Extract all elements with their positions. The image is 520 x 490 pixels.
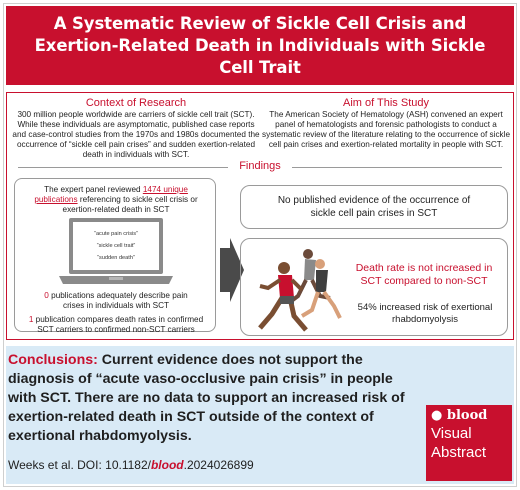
aim-title: Aim of This Study (343, 97, 429, 109)
findings-label: Findings (239, 160, 281, 172)
badge-line-2: Abstract (431, 444, 487, 461)
context-body: 300 million people worldwide are carrier… (12, 110, 260, 159)
death-rate-finding: 1 publication compares death rates in co… (28, 315, 204, 334)
pain-crisis-finding: 0 publications adequately describe pain … (44, 291, 188, 310)
conclusion-body: Current evidence does not support the di… (8, 352, 405, 444)
badge-line-1: Visual (431, 425, 472, 442)
divider-right (292, 167, 502, 168)
aim-section: Aim of This Study The American Society o… (262, 97, 510, 150)
outcome-box (240, 238, 508, 336)
visual-abstract-badge: ● blood Visual Abstract (426, 405, 512, 481)
context-title: Context of Research (85, 97, 187, 109)
death-rate-result: Death rate is not increased in SCT compa… (355, 262, 493, 287)
no-evidence-text: No published evidence of the occurrence … (277, 195, 471, 219)
journal-name: blood (150, 458, 184, 472)
page-title: A Systematic Review of Sickle Cell Crisi… (34, 13, 486, 77)
page-frame (3, 3, 517, 487)
conclusion-text: Conclusions: Current evidence does not s… (8, 351, 424, 446)
arrow-icon (220, 238, 244, 302)
review-text: The expert panel reviewed 1474 unique pu… (34, 185, 198, 214)
findings-frame (6, 92, 514, 340)
search-term-1: “acute pain crisis” (94, 231, 138, 237)
aim-body: The American Society of Hematology (ASH)… (262, 110, 511, 149)
laptop-icon: “acute pain crisis” “sickle cell trait” … (59, 218, 173, 284)
search-term-2: “sickle cell trait” (97, 243, 136, 249)
publication-count: 1474 unique publications (34, 185, 188, 204)
search-term-3: “sudden death” (97, 255, 135, 261)
citation: Weeks et al. DOI: 10.1182/blood.20240268… (8, 458, 254, 472)
blood-logo: ● blood (431, 408, 488, 423)
review-panel: The expert panel reviewed 1474 unique pu… (14, 178, 216, 334)
no-evidence-box: No published evidence of the occurrence … (240, 185, 508, 229)
conclusion-label: Conclusions: (8, 352, 98, 368)
title-banner: A Systematic Review of Sickle Cell Crisi… (6, 6, 514, 85)
context-section: Context of Research 300 million people w… (12, 97, 260, 160)
divider-left (18, 167, 228, 168)
rhabdo-result: 54% increased risk of exertional rhabdom… (357, 302, 493, 325)
runners-illustration (258, 249, 342, 332)
